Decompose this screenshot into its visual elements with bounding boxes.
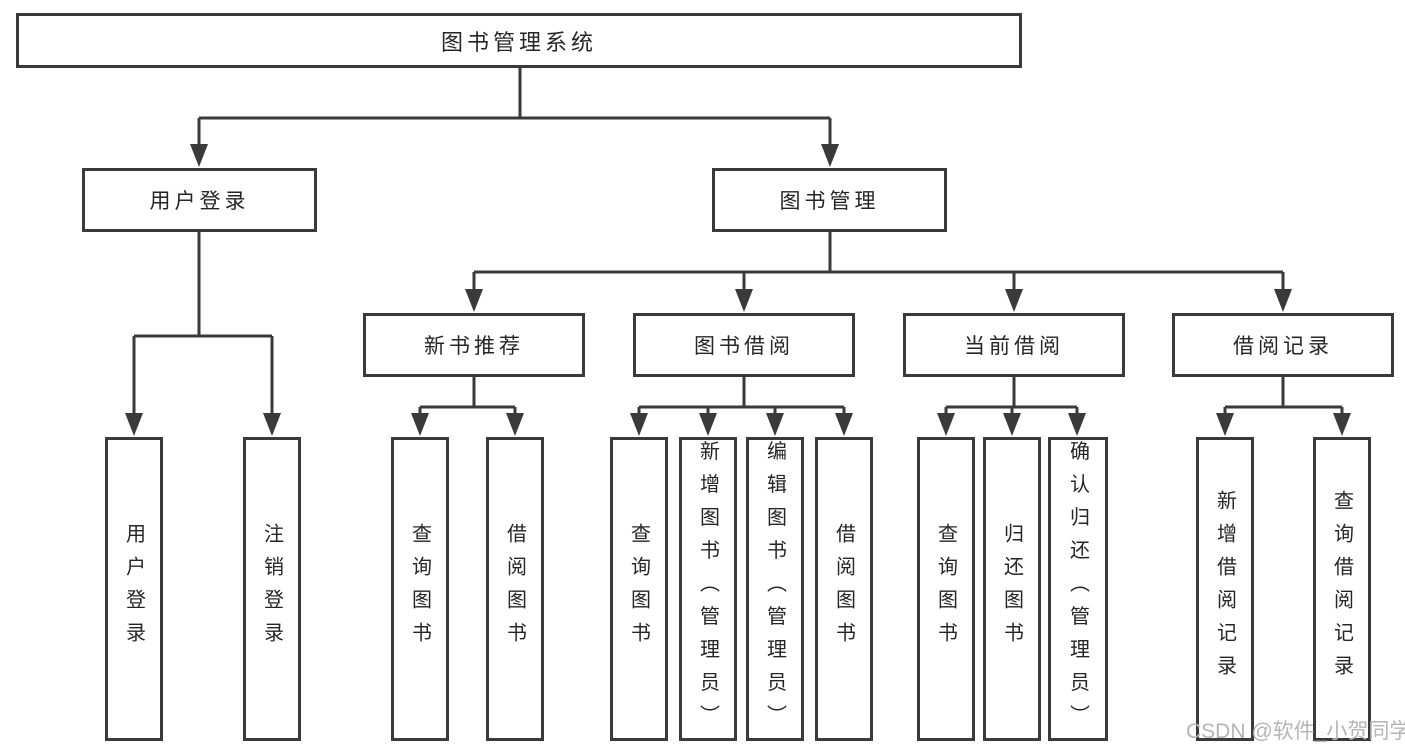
leaf-logout-label: 注销登录 (260, 523, 283, 655)
leaf-borrow-books-recommend: 借阅图书 (486, 437, 544, 741)
leaf-confirm-return-admin: 确认归还（管理员） (1048, 437, 1108, 741)
leaf-return-books-label: 归还图书 (1000, 523, 1023, 655)
leaf-query-borrow-record-label: 查询借阅记录 (1330, 490, 1353, 688)
leaf-query-books-borrow-label: 查询图书 (627, 523, 650, 655)
leaf-query-borrow-record: 查询借阅记录 (1313, 437, 1371, 741)
leaf-add-books-admin: 新增图书（管理员） (679, 437, 737, 741)
leaf-edit-books-admin-label: 编辑图书（管理员） (763, 440, 786, 738)
node-user-login: 用户登录 (82, 168, 317, 232)
leaf-confirm-return-admin-label: 确认归还（管理员） (1066, 440, 1089, 738)
leaf-return-books: 归还图书 (983, 437, 1041, 741)
csdn-watermark: CSDN @软件_小贺同学 (1186, 720, 1405, 743)
leaf-query-books-recommend-label: 查询图书 (408, 523, 431, 655)
leaf-query-books-borrow: 查询图书 (610, 437, 668, 741)
node-book-borrowing: 图书借阅 (633, 313, 855, 377)
leaf-user-login: 用户登录 (105, 437, 163, 741)
leaf-query-books-recommend: 查询图书 (391, 437, 449, 741)
leaf-add-borrow-record: 新增借阅记录 (1196, 437, 1254, 741)
leaf-edit-books-admin: 编辑图书（管理员） (746, 437, 804, 741)
node-new-book-recommendation: 新书推荐 (363, 313, 585, 377)
leaf-add-borrow-record-label: 新增借阅记录 (1213, 490, 1236, 688)
leaf-query-books-current: 查询图书 (917, 437, 975, 741)
leaf-logout: 注销登录 (243, 437, 301, 741)
node-current-borrowing: 当前借阅 (903, 313, 1125, 377)
node-book-management: 图书管理 (712, 168, 947, 232)
leaf-user-login-label: 用户登录 (122, 523, 145, 655)
leaf-borrow-books: 借阅图书 (815, 437, 873, 741)
leaf-borrow-books-recommend-label: 借阅图书 (503, 523, 526, 655)
leaf-borrow-books-label: 借阅图书 (832, 523, 855, 655)
leaf-query-books-current-label: 查询图书 (934, 523, 957, 655)
leaf-add-books-admin-label: 新增图书（管理员） (696, 440, 719, 738)
node-borrowing-records: 借阅记录 (1172, 313, 1394, 377)
node-root-system: 图书管理系统 (16, 13, 1022, 68)
